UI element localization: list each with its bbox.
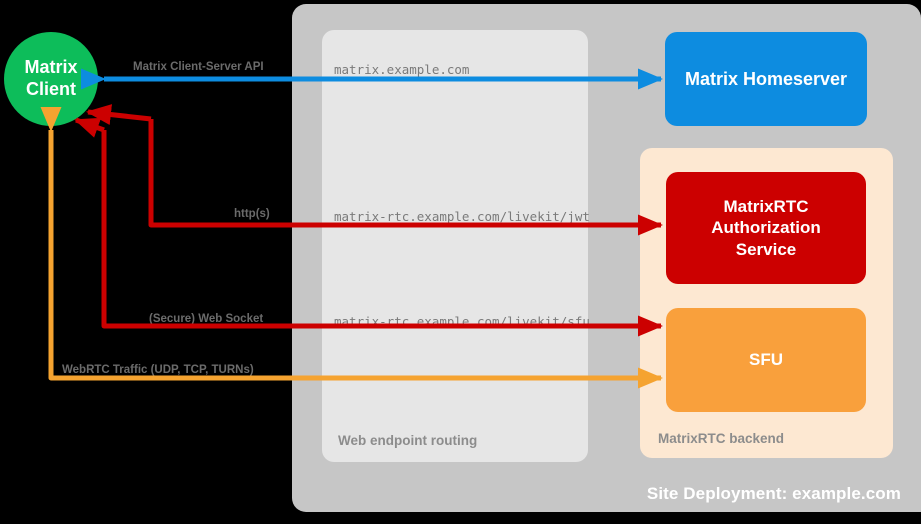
- node-sfu[interactable]: SFU: [666, 308, 866, 412]
- site-deployment-label: Site Deployment: example.com: [646, 484, 901, 503]
- node-matrix-homeserver[interactable]: Matrix Homeserver: [665, 32, 867, 126]
- connection-label-https: http(s): [234, 208, 270, 220]
- auth-label-line-2: Authorization: [711, 218, 821, 238]
- arrow-websocket-to-client: [74, 117, 105, 138]
- node-matrix-homeserver-label: Matrix Homeserver: [684, 68, 848, 89]
- endpoint-label-livekit-sfu: matrix-rtc.example.com/livekit/sfu: [334, 314, 590, 329]
- auth-label-line-1: MatrixRTC: [723, 197, 809, 217]
- connection-label-secure-web-socket: (Secure) Web Socket: [149, 313, 264, 325]
- connection-label-webrtc-traffic: WebRTC Traffic (UDP, TCP, TURNs): [62, 364, 254, 376]
- node-sfu-label: SFU: [749, 350, 783, 370]
- node-matrixrtc-authorization-service-label: MatrixRTC Authorization Service: [711, 196, 821, 260]
- node-matrix-client-label: Matrix Client: [24, 57, 77, 101]
- node-matrixrtc-authorization-service[interactable]: MatrixRTC Authorization Service: [666, 172, 866, 284]
- web-endpoint-routing-container: Web endpoint routing: [322, 30, 588, 462]
- endpoint-label-livekit-jwt: matrix-rtc.example.com/livekit/jwt: [334, 209, 590, 224]
- matrix-client-label-line-1: Matrix: [24, 57, 78, 78]
- node-matrix-client[interactable]: Matrix Client: [4, 32, 98, 126]
- endpoint-label-matrix: matrix.example.com: [334, 62, 470, 77]
- auth-label-line-3: Service: [735, 239, 797, 259]
- arrow-https-to-client: [86, 104, 152, 125]
- connection-label-matrix-client-server-api: Matrix Client-Server API: [133, 61, 264, 73]
- matrix-client-label-line-2: Client: [25, 79, 76, 99]
- web-endpoint-routing-label: Web endpoint routing: [338, 433, 478, 448]
- matrixrtc-backend-label: MatrixRTC backend: [658, 431, 785, 446]
